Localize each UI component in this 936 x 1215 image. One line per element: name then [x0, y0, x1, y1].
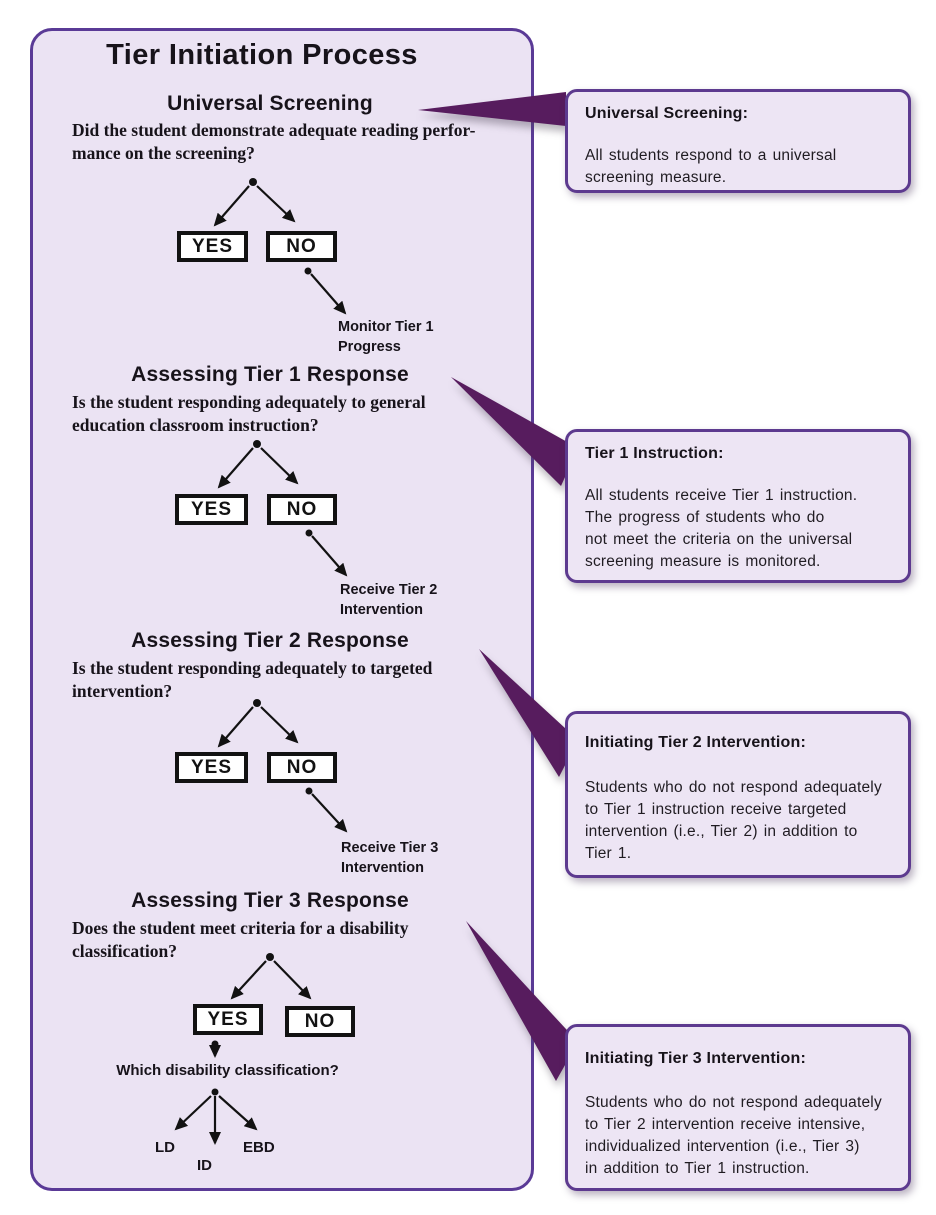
section-question-3: Is the student responding adequately to … [72, 658, 433, 701]
section-question-4: Does the student meet criteria for a dis… [72, 918, 409, 961]
branch-node-dot [211, 1088, 219, 1096]
no-branch-arrow [273, 960, 312, 1000]
callout-body: Students who do not respond adequately t… [585, 779, 882, 862]
yes-branch-arrow [217, 447, 254, 489]
yes-box-3: YES [175, 752, 248, 783]
no-outcome-arrow [311, 793, 348, 833]
no-box-4: NO [285, 1006, 355, 1037]
callout-heading: Initiating Tier 2 Intervention: [585, 734, 807, 751]
callout-connectors [418, 92, 578, 1081]
callout-heading: Initiating Tier 3 Intervention: [585, 1050, 807, 1067]
decision-tree-section-4 [174, 953, 312, 1145]
branch-node-dot [211, 1040, 219, 1048]
no-branch-arrow [256, 185, 296, 223]
which-disability-question: Which disability classification? [116, 1062, 339, 1079]
ebd-arrow [218, 1095, 258, 1131]
disability-option-ebd: EBD [243, 1139, 275, 1156]
callout-body: All students receive Tier 1 instruction.… [585, 487, 858, 570]
callout-heading: Tier 1 Instruction: [585, 445, 724, 462]
outcome-label-receive-tier2: Receive Tier 2 Intervention [340, 582, 438, 618]
branch-node-dot [305, 529, 313, 537]
section-heading-tier2-response: Assessing Tier 2 Response [131, 629, 409, 652]
callout-initiating-tier3: Initiating Tier 3 Intervention: Students… [565, 1024, 911, 1191]
callout-heading: Universal Screening: [585, 105, 749, 122]
no-box-3: NO [267, 752, 337, 783]
callout-connector-2 [451, 377, 578, 486]
decision-tree-section-3 [217, 699, 348, 833]
branch-node-dot [249, 178, 257, 186]
section-question-2: Is the student responding adequately to … [72, 392, 426, 435]
branch-node-dot [253, 440, 261, 448]
yes-branch-arrow [217, 706, 254, 748]
callout-connector-3 [479, 649, 578, 777]
branch-node-dot [305, 787, 313, 795]
disability-option-ld: LD [155, 1139, 175, 1156]
no-box-2: NO [267, 494, 337, 525]
yes-box-4: YES [193, 1004, 263, 1035]
outcome-label-receive-tier3: Receive Tier 3 Intervention [341, 840, 439, 876]
disability-option-id: ID [197, 1157, 212, 1174]
callout-tier1-instruction: Tier 1 Instruction: All students receive… [565, 429, 911, 583]
yes-box-2: YES [175, 494, 248, 525]
decision-tree-section-1 [213, 178, 347, 315]
branch-node-dot [266, 953, 274, 961]
callout-body: All students respond to a universal scre… [585, 147, 837, 186]
no-box-1: NO [266, 231, 337, 262]
callout-initiating-tier2: Initiating Tier 2 Intervention: Students… [565, 711, 911, 878]
ld-arrow [174, 1095, 212, 1131]
page-title: Tier Initiation Process [106, 39, 418, 71]
outcome-label-monitor-tier1: Monitor Tier 1 Progress [338, 319, 434, 355]
callout-body: Students who do not respond adequately t… [585, 1094, 882, 1177]
callout-connector-1 [418, 92, 566, 126]
no-outcome-arrow [310, 273, 347, 315]
branch-node-dot [304, 267, 312, 275]
yes-box-1: YES [177, 231, 248, 262]
no-branch-arrow [260, 447, 299, 485]
no-branch-arrow [260, 706, 299, 744]
yes-branch-arrow [213, 185, 250, 227]
section-heading-tier1-response: Assessing Tier 1 Response [131, 363, 409, 386]
callout-universal-screening: Universal Screening: All students respon… [565, 89, 911, 193]
section-heading-tier3-response: Assessing Tier 3 Response [131, 889, 409, 912]
branch-node-dot [253, 699, 261, 707]
section-question-1: Did the student demonstrate adequate rea… [72, 120, 476, 163]
section-heading-universal-screening: Universal Screening [167, 92, 373, 115]
decision-tree-section-2 [217, 440, 348, 577]
callout-connector-4 [466, 921, 578, 1081]
no-outcome-arrow [311, 535, 348, 577]
yes-branch-arrow [230, 960, 267, 1000]
